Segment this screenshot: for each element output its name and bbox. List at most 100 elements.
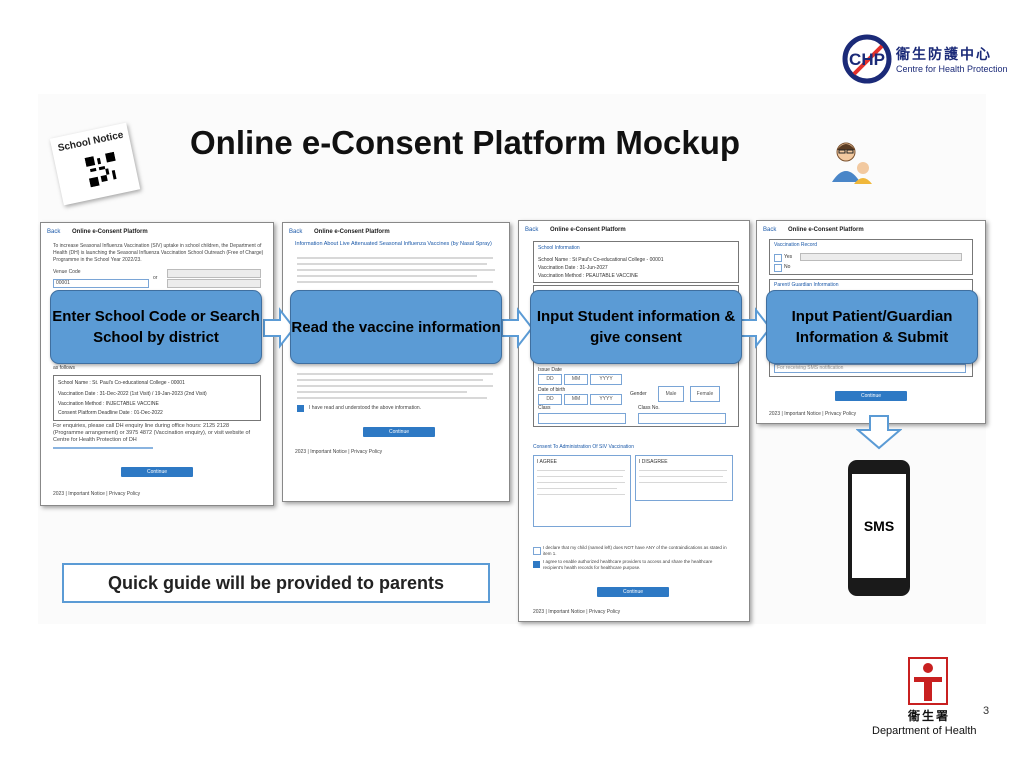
dob-yyyy-field[interactable]: YYYY: [590, 394, 622, 405]
no-checkbox[interactable]: [774, 264, 782, 272]
share-text: I agree to enable authorized healthcare …: [543, 559, 713, 570]
sms-input-placeholder: For receiving SMS notification: [777, 365, 844, 371]
or-label: or: [153, 275, 158, 281]
declare-text: I declare that my child (named left) doe…: [543, 545, 727, 556]
school-select[interactable]: [167, 279, 261, 288]
info-text-line: [297, 397, 487, 399]
issue-dd-field[interactable]: DD: [538, 374, 562, 385]
school-name-text: School Name : St. Paul's Co-educational …: [58, 380, 185, 386]
record-field[interactable]: [800, 253, 962, 261]
mockup-footer: 2023 | Important Notice | Privacy Policy: [295, 449, 383, 455]
callout-input-student-info: Input Student information & give consent: [530, 290, 742, 364]
no-label: No: [784, 264, 791, 270]
class-label: Class: [538, 405, 551, 411]
vaccination-date-text: Vaccination Date : 31-Jun-2027: [538, 265, 608, 271]
disagree-option[interactable]: I DISAGREE: [635, 455, 733, 501]
back-link[interactable]: Back: [289, 229, 303, 235]
deadline-text: Consent Platform Deadline Date : 01-Dec-…: [58, 410, 163, 416]
chp-logo-mark-icon: CHP: [842, 34, 892, 84]
venue-code-input[interactable]: 00001: [53, 279, 149, 288]
mockup-platform-title: Online e-Consent Platform: [72, 229, 148, 235]
disagree-text-line: [639, 482, 727, 483]
disagree-title: I DISAGREE: [639, 459, 668, 465]
class-no-input[interactable]: [638, 413, 726, 424]
class-input[interactable]: [538, 413, 626, 424]
doh-english-name: Department of Health: [872, 725, 977, 737]
mockup-header: Back Online e-Consent Platform: [47, 229, 148, 235]
agree-title: I AGREE: [537, 459, 558, 465]
share-checkbox[interactable]: [533, 561, 540, 568]
agree-text-line: [537, 482, 625, 483]
venue-code-label: Venue Code: [53, 269, 81, 275]
mockup-platform-title: Online e-Consent Platform: [788, 227, 864, 233]
agree-text-line: [537, 470, 625, 471]
venue-code-value: 00001: [56, 280, 70, 286]
vaccination-method-text: Vaccination Method : INJECTABLE VACCINE: [58, 401, 159, 407]
ack-label: I have read and understood the above inf…: [309, 405, 422, 411]
mockup-footer: 2023 | Important Notice | Privacy Policy: [533, 609, 621, 615]
chp-chinese-name: 衞生防護中心: [896, 46, 992, 62]
female-button[interactable]: Female: [690, 386, 720, 402]
dob-label: Date of birth: [538, 387, 566, 393]
svg-text:CHP: CHP: [849, 50, 885, 69]
district-select[interactable]: [167, 269, 261, 278]
continue-button[interactable]: Continue: [121, 467, 193, 477]
doh-chinese-name: 衞生署: [908, 709, 951, 723]
arrow-right-icon: [263, 307, 296, 349]
back-link[interactable]: Back: [763, 227, 777, 233]
declare-checkbox[interactable]: [533, 547, 541, 555]
arrow-right-icon: [501, 307, 534, 349]
chp-logo: CHP 衞生防護中心 Centre for Health Protection: [842, 34, 1008, 86]
info-text-line: [297, 373, 493, 375]
ack-checkbox[interactable]: [297, 405, 304, 412]
info-text-line: [297, 275, 477, 277]
school-info-title: School Information: [538, 245, 580, 251]
issue-mm-field[interactable]: MM: [564, 374, 588, 385]
agree-text-line: [537, 476, 623, 477]
school-notice-card: School Notice: [49, 122, 141, 206]
disagree-text-line: [639, 476, 723, 477]
callout-input-guardian-info: Input Patient/Guardian Information & Sub…: [766, 290, 978, 364]
continue-button[interactable]: Continue: [363, 427, 435, 437]
dob-mm-field[interactable]: MM: [564, 394, 588, 405]
as-follows-label: as follows: [53, 365, 75, 371]
website-link[interactable]: [53, 447, 153, 449]
school-info-box: School Information School Name : St Paul…: [533, 241, 739, 283]
male-button[interactable]: Male: [658, 386, 684, 402]
mockup-footer: 2023 | Important Notice | Privacy Policy: [769, 411, 857, 417]
agree-text-line: [537, 488, 617, 489]
dob-dd-field[interactable]: DD: [538, 394, 562, 405]
vaccination-method-text: Vaccination Method : PEAUTABLE VACCINE: [538, 273, 639, 279]
back-link[interactable]: Back: [525, 227, 539, 233]
yes-checkbox[interactable]: [774, 254, 782, 262]
vaccination-record-title: Vaccination Record: [774, 242, 817, 248]
back-link[interactable]: Back: [47, 229, 61, 235]
mockup-student-consent: Back Online e-Consent Platform School In…: [518, 220, 750, 622]
qr-code-icon: [84, 151, 117, 188]
info-text-line: [297, 385, 493, 387]
vaccination-record-box: Vaccination Record Yes No: [769, 239, 973, 275]
info-text-line: [297, 379, 483, 381]
smartphone-icon: SMS: [848, 460, 910, 596]
agree-option[interactable]: I AGREE: [533, 455, 631, 527]
quick-guide-banner: Quick guide will be provided to parents: [62, 563, 490, 603]
doh-logo-mark-icon: [908, 657, 948, 705]
continue-button[interactable]: Continue: [597, 587, 669, 597]
info-text-line: [297, 269, 495, 271]
continue-button[interactable]: Continue: [835, 391, 907, 401]
info-text-line: [297, 257, 493, 259]
enquiries-text: For enquiries, please call DH enquiry li…: [53, 423, 251, 443]
mockup-platform-title: Online e-Consent Platform: [314, 229, 390, 235]
mockup-header: Back Online e-Consent Platform: [525, 227, 626, 233]
issue-yyyy-field[interactable]: YYYY: [590, 374, 622, 385]
consent-title: Consent To Administration Of SIV Vaccina…: [533, 444, 634, 450]
mockup-header: Back Online e-Consent Platform: [763, 227, 864, 233]
doh-logo: 衞生署 Department of Health: [870, 655, 990, 745]
issue-date-label: Issue Date: [538, 367, 562, 373]
mockup-header: Back Online e-Consent Platform: [289, 229, 390, 235]
gender-label: Gender: [630, 391, 647, 397]
info-text-line: [297, 281, 493, 283]
mockup-platform-title: Online e-Consent Platform: [550, 227, 626, 233]
phone-screen: SMS: [852, 474, 906, 578]
sms-number-input[interactable]: For receiving SMS notification: [774, 364, 966, 373]
